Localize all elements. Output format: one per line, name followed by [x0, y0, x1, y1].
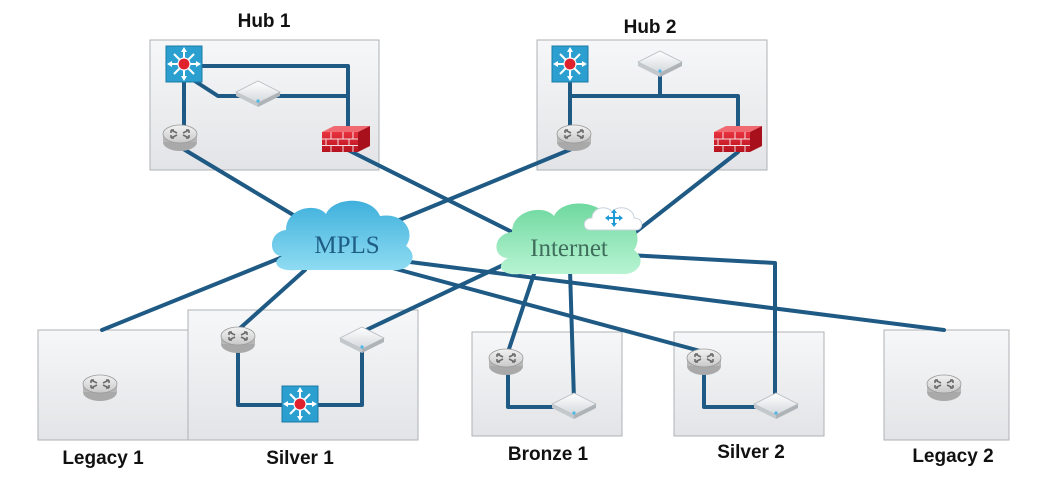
legacy2-router-icon [926, 374, 962, 402]
sdwan-controller-icon [583, 207, 643, 231]
hub2-router-icon [556, 124, 592, 152]
site-label-hub1: Hub 1 [238, 11, 291, 32]
link-legacy2-mpls [408, 260, 946, 332]
link-hub1-firewall-internet [346, 148, 530, 242]
site-label-legacy2: Legacy 2 [912, 446, 993, 467]
site-label-silver2: Silver 2 [717, 442, 785, 463]
hub2-firewall-icon [713, 125, 763, 153]
link-silver1-ap-internet [360, 256, 520, 334]
mpls-label: MPLS [314, 232, 379, 259]
mpls-cloud: MPLS [271, 200, 413, 271]
hub1-router-icon [162, 124, 198, 152]
link-hub2-firewall-internet [626, 150, 740, 240]
link-hub1-router-mpls [178, 145, 312, 227]
legacy1-router-icon [82, 374, 118, 402]
site-label-legacy1: Legacy 1 [62, 448, 144, 469]
silver1-router-icon [220, 326, 256, 354]
bronze1-router-icon [488, 348, 524, 376]
link-legacy1-mpls [100, 250, 297, 332]
link-silver1-router-mpls [236, 268, 307, 332]
site-label-hub2: Hub 2 [624, 17, 677, 38]
wan-links [100, 145, 946, 404]
hub1-layer3-switch-icon [165, 45, 203, 83]
link-bronze1-router-internet [506, 266, 538, 354]
link-silver2-ap-internet [626, 253, 777, 404]
silver2-lan-links [702, 366, 776, 409]
silver2-router-icon [686, 348, 722, 376]
link-hub2-router-mpls [378, 146, 576, 230]
link-bronze1-ap-internet [568, 268, 576, 402]
hub2-layer3-switch-icon [551, 45, 589, 83]
bronze1-lan-links [506, 366, 574, 409]
silver1-layer3-switch-icon [281, 385, 319, 423]
hub1-firewall-icon [321, 125, 371, 153]
site-label-bronze1: Bronze 1 [508, 444, 589, 465]
link-silver2-router-mpls [383, 264, 706, 354]
site-label-silver1: Silver 1 [266, 448, 334, 469]
site-box-silver2 [673, 331, 825, 437]
site-box-bronze1 [471, 331, 623, 437]
internet-label: Internet [530, 235, 608, 262]
